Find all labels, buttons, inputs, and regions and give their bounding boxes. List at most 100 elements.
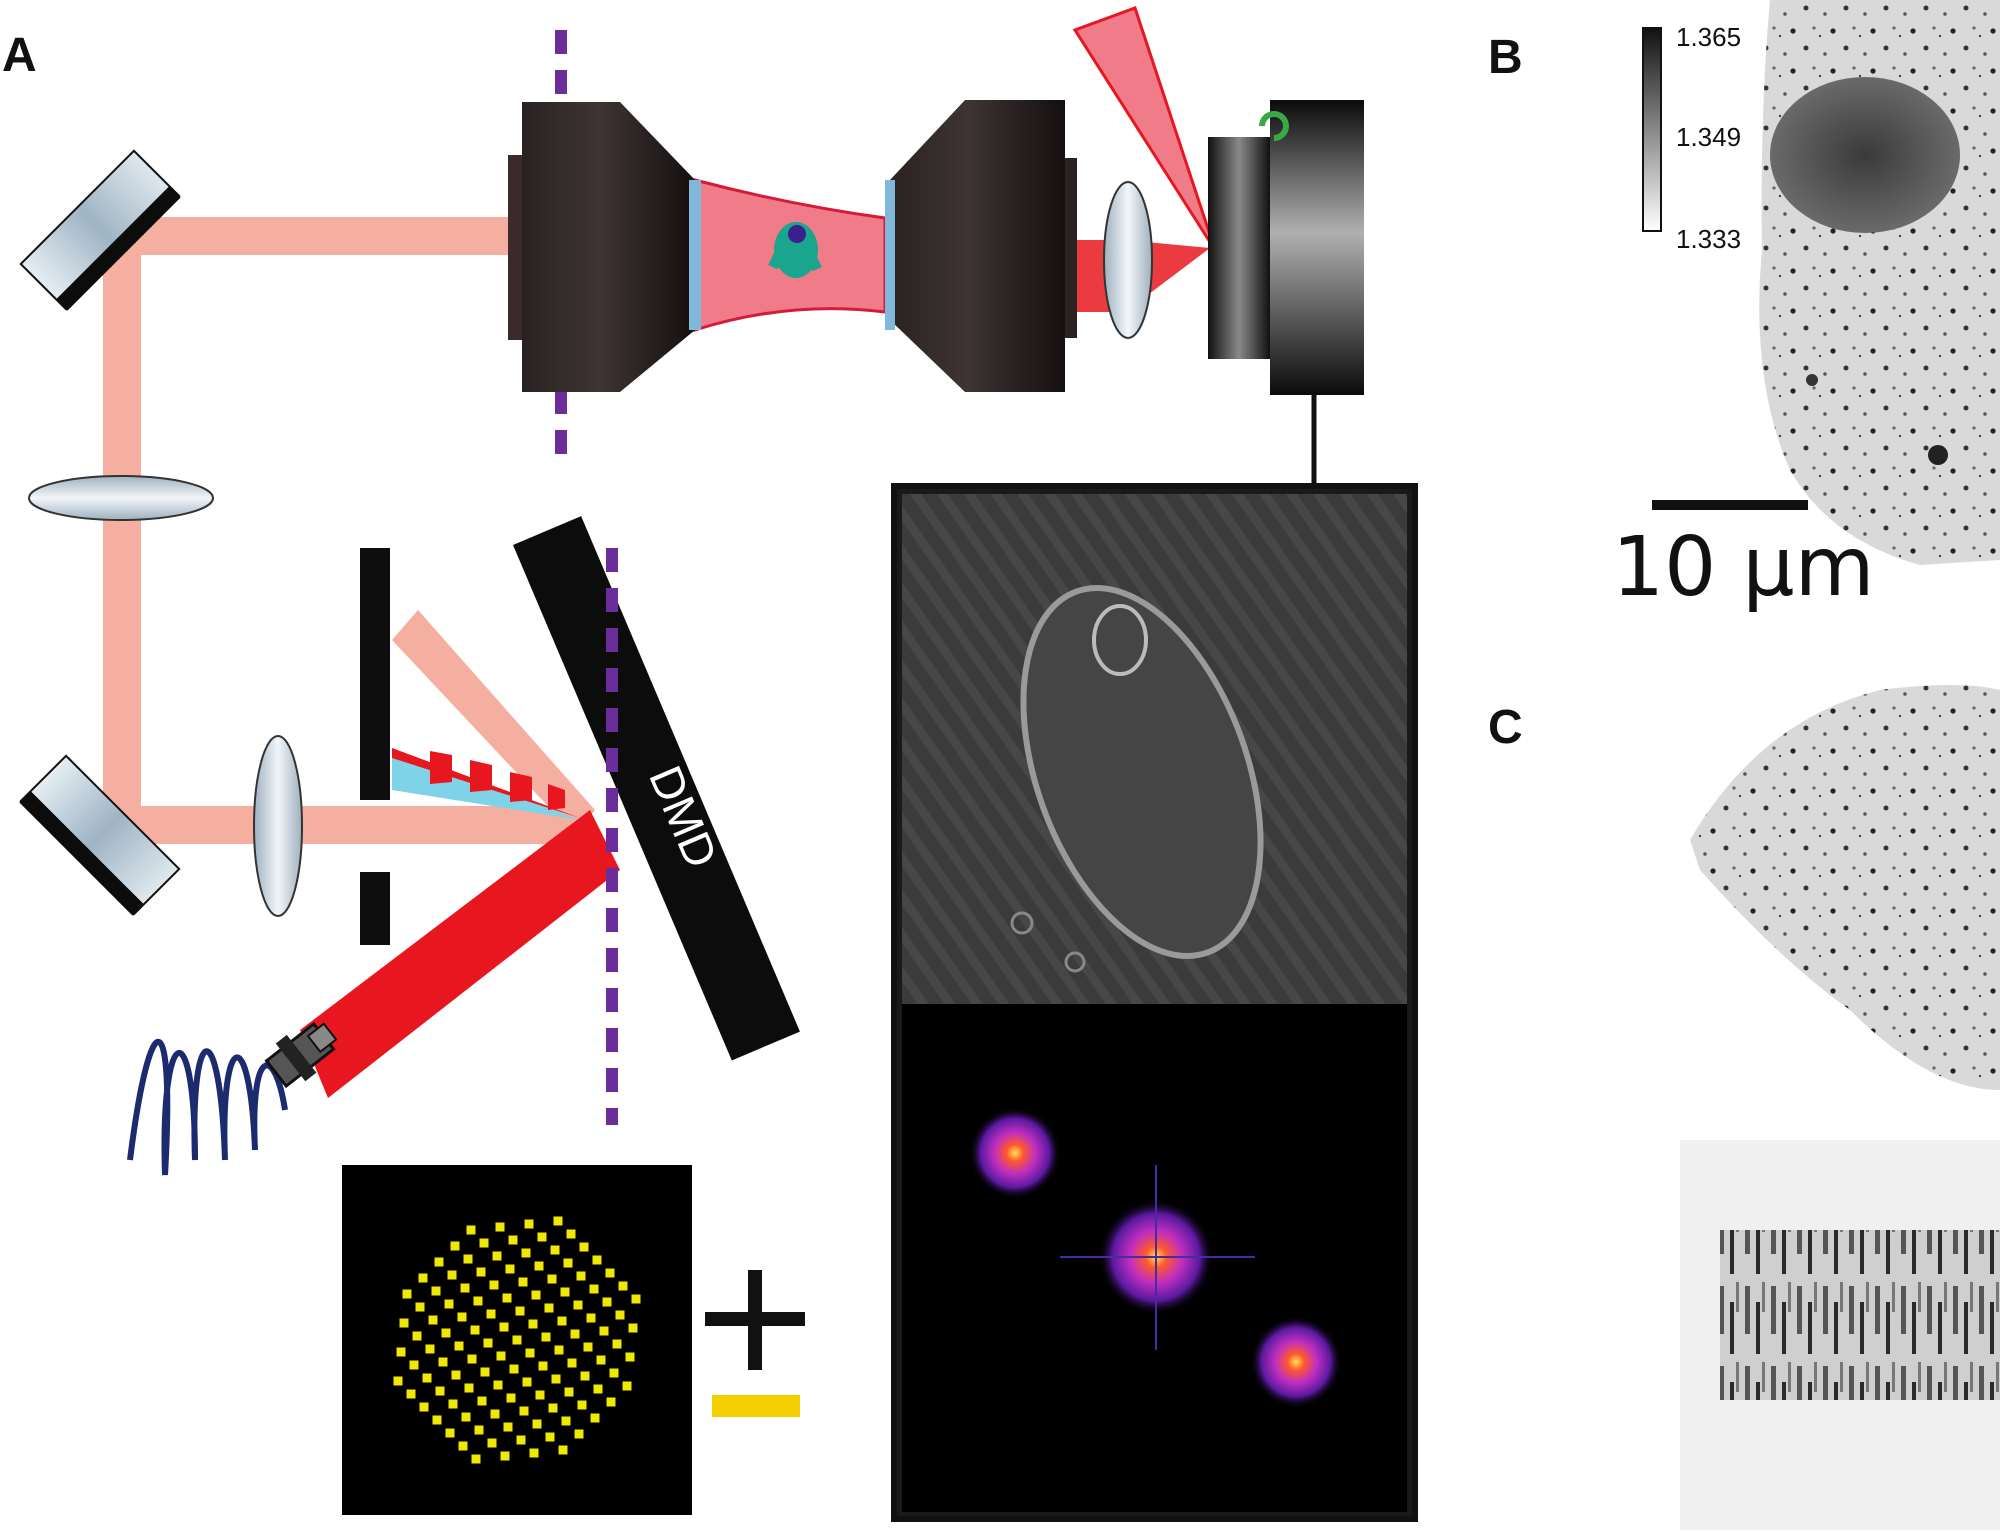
fft-side-peak-bottom — [1250, 1316, 1342, 1408]
pattern-dot — [576, 1271, 586, 1281]
incident-beam — [103, 217, 595, 844]
pattern-dot — [558, 1445, 568, 1455]
pattern-dot — [505, 1264, 515, 1274]
pattern-dot — [418, 1273, 428, 1283]
pattern-dot — [561, 1416, 571, 1426]
pattern-dot — [486, 1309, 496, 1319]
objective-right — [885, 100, 1077, 392]
pattern-dot — [406, 1389, 416, 1399]
pattern-dot — [396, 1347, 406, 1357]
pattern-dot — [402, 1289, 412, 1299]
pattern-dot — [508, 1235, 518, 1245]
pattern-dot — [425, 1344, 435, 1354]
pattern-dot — [471, 1454, 481, 1464]
pattern-dot — [545, 1432, 555, 1442]
pattern-dot — [612, 1339, 622, 1349]
scale-bar — [1652, 500, 1808, 510]
beam-segment-top — [120, 217, 520, 255]
fiber-connector — [264, 1021, 338, 1089]
pattern-dot — [435, 1386, 445, 1396]
pattern-dot — [434, 1257, 444, 1267]
pattern-dot — [618, 1281, 628, 1291]
pattern-dot — [492, 1251, 502, 1261]
pattern-dot — [521, 1248, 531, 1258]
pattern-dot — [445, 1428, 455, 1438]
plus-minus-sign — [705, 1270, 805, 1417]
fringe-fan — [392, 748, 580, 820]
pattern-dot — [606, 1397, 616, 1407]
pattern-dot — [516, 1435, 526, 1445]
panel-b — [1642, 0, 2000, 565]
pattern-dot — [451, 1370, 461, 1380]
lens-horizontal-path — [253, 735, 303, 917]
colorbar-bottom-label: 1.333 — [1676, 224, 1742, 254]
mirror-bottom-left — [19, 754, 181, 916]
pattern-dot — [476, 1267, 486, 1277]
pattern-dot — [628, 1323, 638, 1333]
tube-lens — [1103, 181, 1153, 339]
panel-label-c: C — [1488, 701, 1523, 754]
pattern-dot — [448, 1399, 458, 1409]
panel-c — [1680, 685, 2000, 1530]
panel-label-b: B — [1488, 31, 1523, 84]
pattern-dot — [580, 1371, 590, 1381]
pattern-dot — [615, 1310, 625, 1320]
pattern-dot — [574, 1429, 584, 1439]
pattern-dot — [579, 1242, 589, 1252]
pattern-dot — [490, 1409, 500, 1419]
pattern-dot — [622, 1381, 632, 1391]
pattern-dot — [566, 1229, 576, 1239]
pattern-dot — [544, 1303, 554, 1313]
pattern-dot — [590, 1413, 600, 1423]
pattern-dot — [550, 1245, 560, 1255]
pattern-dot — [477, 1396, 487, 1406]
pattern-dot — [537, 1232, 547, 1242]
pattern-dot — [596, 1355, 606, 1365]
pattern-dot — [535, 1390, 545, 1400]
colorbar — [1642, 27, 1662, 232]
pattern-dot — [499, 1322, 509, 1332]
pattern-dot — [609, 1368, 619, 1378]
pattern-dot — [441, 1328, 451, 1338]
pattern-dot — [464, 1383, 474, 1393]
pattern-dot — [532, 1419, 542, 1429]
pattern-dot — [447, 1270, 457, 1280]
pattern-dot — [489, 1280, 499, 1290]
pattern-dot — [529, 1448, 539, 1458]
pattern-dot — [470, 1325, 480, 1335]
pattern-dot — [479, 1238, 489, 1248]
panel-a — [19, 6, 1418, 1522]
panel-label-a: A — [2, 29, 37, 82]
pattern-dot — [586, 1313, 596, 1323]
scale-bar-label: 10 µm — [1612, 520, 1875, 615]
camera — [1208, 100, 1364, 488]
pattern-dot — [473, 1296, 483, 1306]
pattern-dot — [570, 1329, 580, 1339]
objective-left — [508, 102, 701, 392]
pattern-dot — [525, 1348, 535, 1358]
pattern-dot — [495, 1222, 505, 1232]
mirror-top-left — [19, 149, 181, 311]
laser-beam — [300, 810, 620, 1098]
pattern-dot — [547, 1274, 557, 1284]
pattern-dot — [563, 1258, 573, 1268]
pattern-dot — [524, 1219, 534, 1229]
pattern-dot — [625, 1352, 635, 1362]
cell-b-nucleus — [1770, 77, 1960, 233]
pattern-dot — [466, 1225, 476, 1235]
specimen-icon — [768, 222, 822, 278]
pattern-dots — [393, 1216, 641, 1464]
pattern-dot — [573, 1300, 583, 1310]
beam-segment-diffracted — [392, 610, 595, 835]
pattern-dot — [419, 1402, 429, 1412]
pattern-dot — [577, 1400, 587, 1410]
pattern-dot — [458, 1441, 468, 1451]
pattern-dot — [444, 1299, 454, 1309]
hologram-display — [891, 483, 1418, 1522]
colorbar-mid-label: 1.349 — [1676, 122, 1742, 152]
pattern-dot — [432, 1415, 442, 1425]
pattern-dot — [393, 1376, 403, 1386]
pattern-dot — [528, 1319, 538, 1329]
pattern-dot — [483, 1338, 493, 1348]
